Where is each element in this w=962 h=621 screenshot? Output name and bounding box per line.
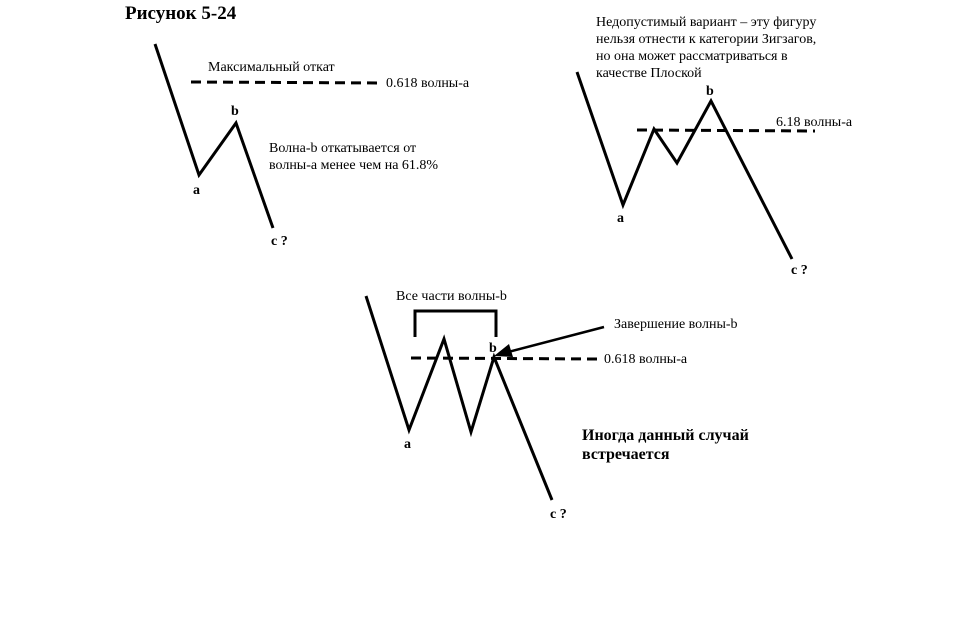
note-2-line-3: но она может рассматриваться в [596, 49, 788, 64]
figure-title: Рисунок 5-24 [125, 3, 237, 24]
point-c-label-1: c ? [271, 234, 288, 249]
point-c-label-2: c ? [791, 263, 808, 278]
wave-path-2 [575, 71, 794, 260]
completion-arrow-shaft [507, 325, 605, 354]
note-3: Иногда данный случай встречается [582, 426, 749, 464]
point-a-label-1: a [193, 183, 200, 198]
wave-path-1 [153, 43, 275, 229]
completion-arrowhead [494, 344, 513, 357]
max-retrace-label: Максимальный откат [208, 60, 335, 75]
note-1: Волна-b откатывается от волны-а менее че… [269, 140, 438, 174]
note-3-line-1: Иногда данный случай [582, 427, 749, 444]
retrace-level-line-1 [190, 80, 382, 85]
note-1-line-1: Волна-b откатывается от [269, 141, 417, 156]
point-b-label-3: b [489, 341, 497, 356]
note-2-line-1: Недопустимый вариант – эту фигуру [596, 15, 817, 30]
note-3-line-2: встречается [582, 446, 670, 463]
wave-path-3 [364, 295, 554, 501]
level-line-2 [636, 128, 816, 133]
point-a-label-2: a [617, 211, 624, 226]
level-label-2: 6.18 волны-а [776, 115, 853, 130]
note-2-line-4: качестве Плоской [596, 66, 702, 81]
note-1-line-2: волны-а менее чем на 61.8% [269, 158, 439, 173]
note-2-line-2: нельзя отнести к категории Зигзагов, [596, 32, 817, 47]
point-b-label-2: b [706, 84, 714, 99]
level-label-3: 0.618 волны-а [604, 352, 688, 367]
point-a-label-3: a [404, 437, 411, 452]
level-label-1: 0.618 волны-а [386, 76, 470, 91]
wave-b-bracket [413, 309, 498, 337]
bracket-label: Все части волны-b [396, 289, 507, 304]
note-2: Недопустимый вариант – эту фигуру нельзя… [596, 14, 816, 82]
point-c-label-3: c ? [550, 507, 567, 522]
point-b-label-1: b [231, 104, 239, 119]
completion-label: Завершение волны-b [614, 317, 738, 332]
level-line-3 [410, 356, 599, 361]
